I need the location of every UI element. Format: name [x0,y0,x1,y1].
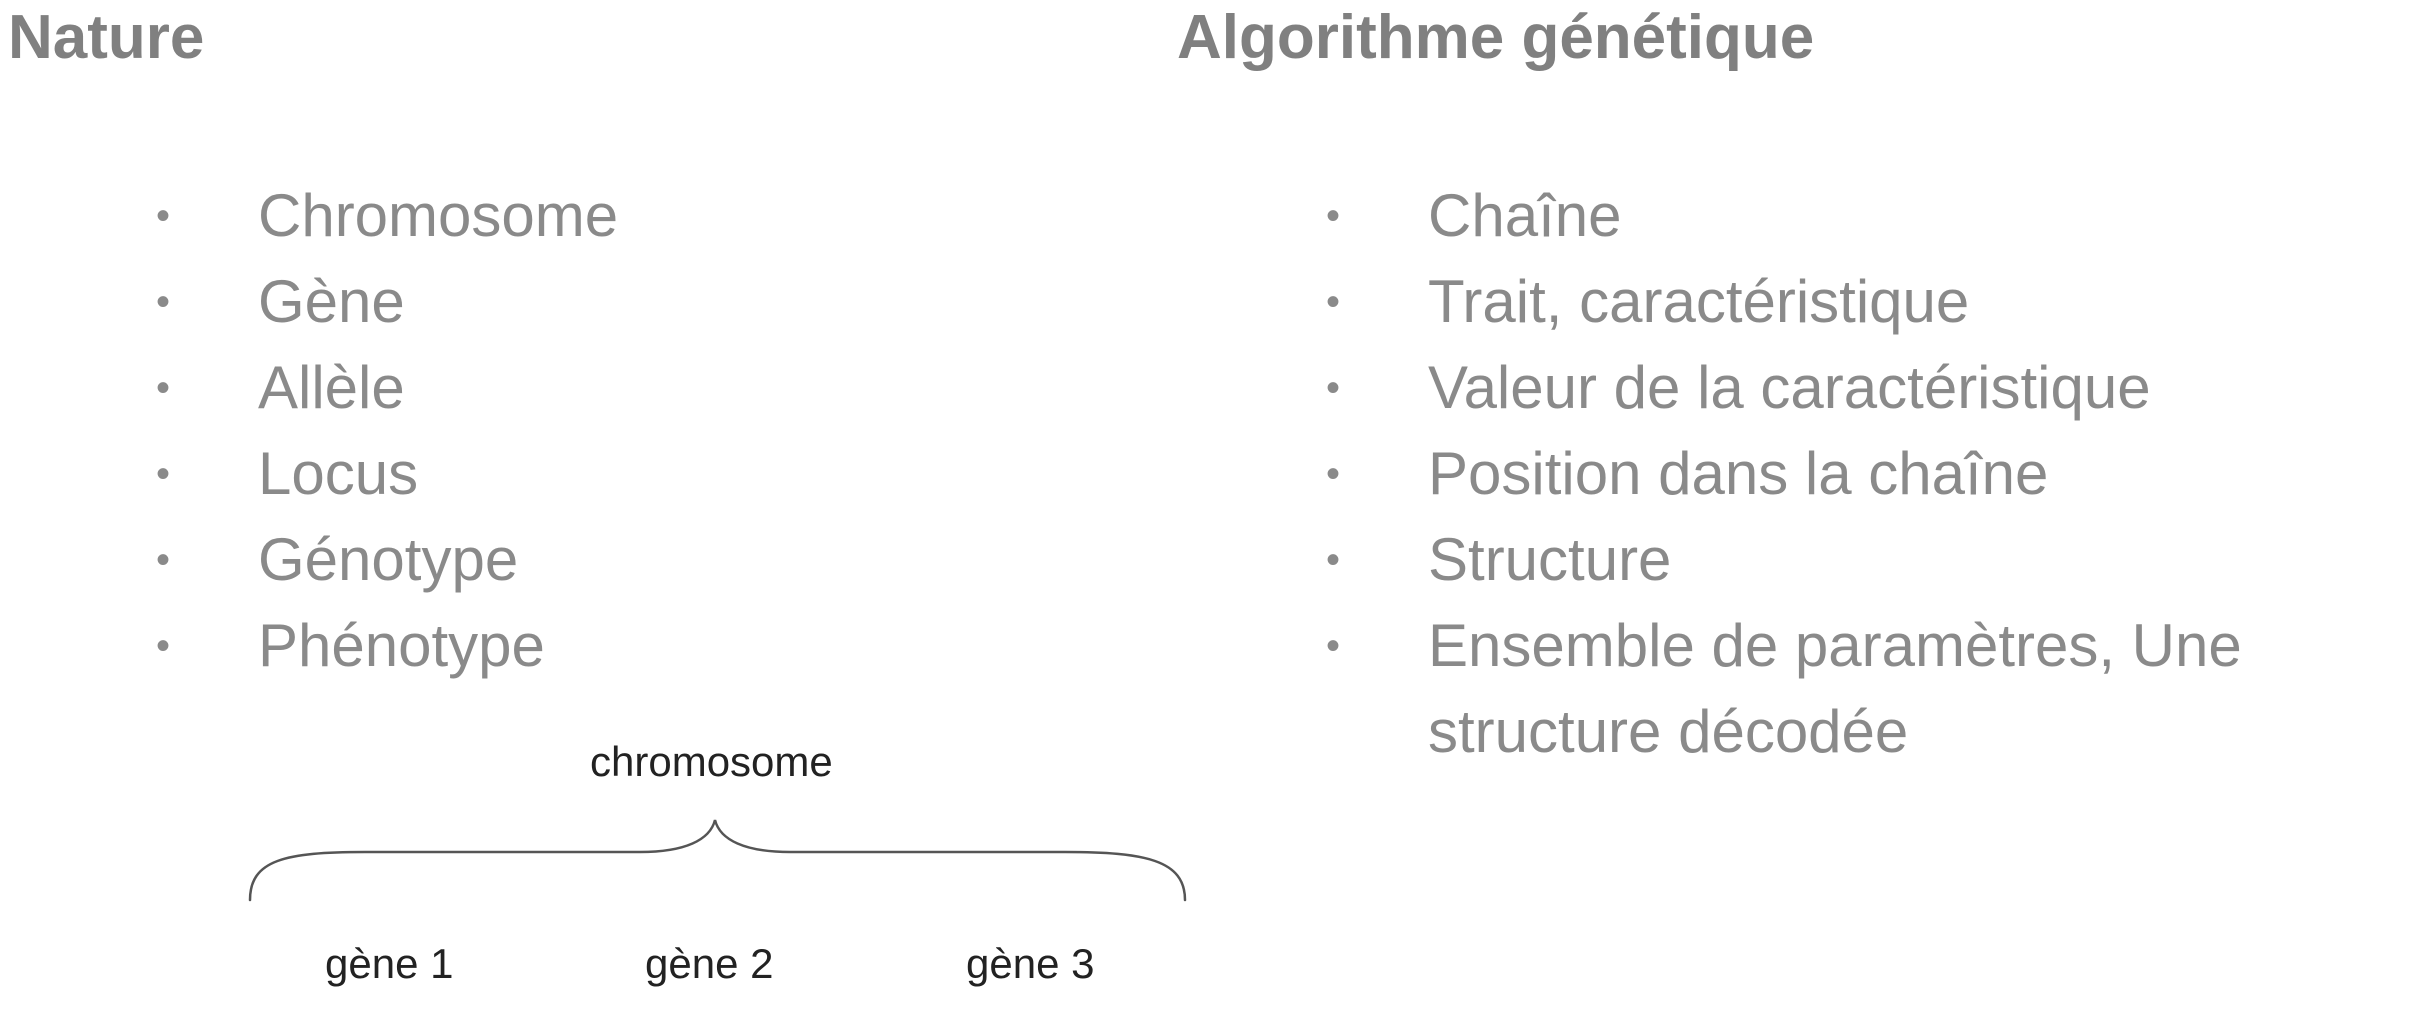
bullet-icon: • [1325,624,1340,668]
bullet-icon: • [1325,452,1340,496]
gene-label: gène 2 [645,940,774,987]
list-item-label: Valeur de la caractéristique [1428,354,2151,421]
list-item: • Phénotype [148,603,1148,689]
list-item-label: Gène [258,268,405,335]
list-item-label: Trait, caractéristique [1428,268,1970,335]
bullet-icon: • [155,624,170,668]
list-item: • Gène [148,259,1148,345]
bullet-icon: • [155,366,170,410]
list-item-label: Locus [258,440,419,507]
gene-label: gène 1 [325,940,454,987]
chromosome-label: chromosome [590,738,833,785]
bullet-icon: • [1325,280,1340,324]
list-item: • Chaîne [1318,173,2411,259]
list-item: • Ensemble de paramètres, Une structure d… [1318,603,2411,775]
list-item: • Locus [148,431,1148,517]
list-item: • Trait, caractéristique [1318,259,2411,345]
bullet-icon: • [155,280,170,324]
list-item-label: Chaîne [1428,182,1622,249]
list-item: • Allèle [148,345,1148,431]
list-item-label: Génotype [258,526,519,593]
algorithm-heading: Algorithme génétique [1177,3,1815,72]
list-item-label: Allèle [258,354,405,421]
bullet-icon: • [1325,538,1340,582]
list-item-label: Ensemble de paramètres, Une structure dé… [1428,612,2242,765]
list-item: • Valeur de la caractéristique [1318,345,2411,431]
algorithm-list: • Chaîne • Trait, caractéristique • Valeur … [1318,173,2411,775]
list-item: • Position dans la chaîne [1318,431,2411,517]
gene-label: gène 3 [966,940,1095,987]
nature-heading: Nature [8,3,205,72]
list-item-label: Structure [1428,526,1672,593]
curly-brace-icon [248,819,1187,902]
list-item: • Génotype [148,517,1148,603]
nature-list: • Chromosome • Gène • Allèle • Locus • Génoty… [148,173,1148,689]
bullet-icon: • [1325,194,1340,238]
bullet-icon: • [1325,366,1340,410]
list-item-label: Phénotype [258,612,545,679]
list-item: • Structure [1318,517,2411,603]
bullet-icon: • [155,452,170,496]
list-item: • Chromosome [148,173,1148,259]
bullet-icon: • [155,538,170,582]
list-item-label: Chromosome [258,182,619,249]
list-item-label: Position dans la chaîne [1428,440,2049,507]
bullet-icon: • [155,194,170,238]
